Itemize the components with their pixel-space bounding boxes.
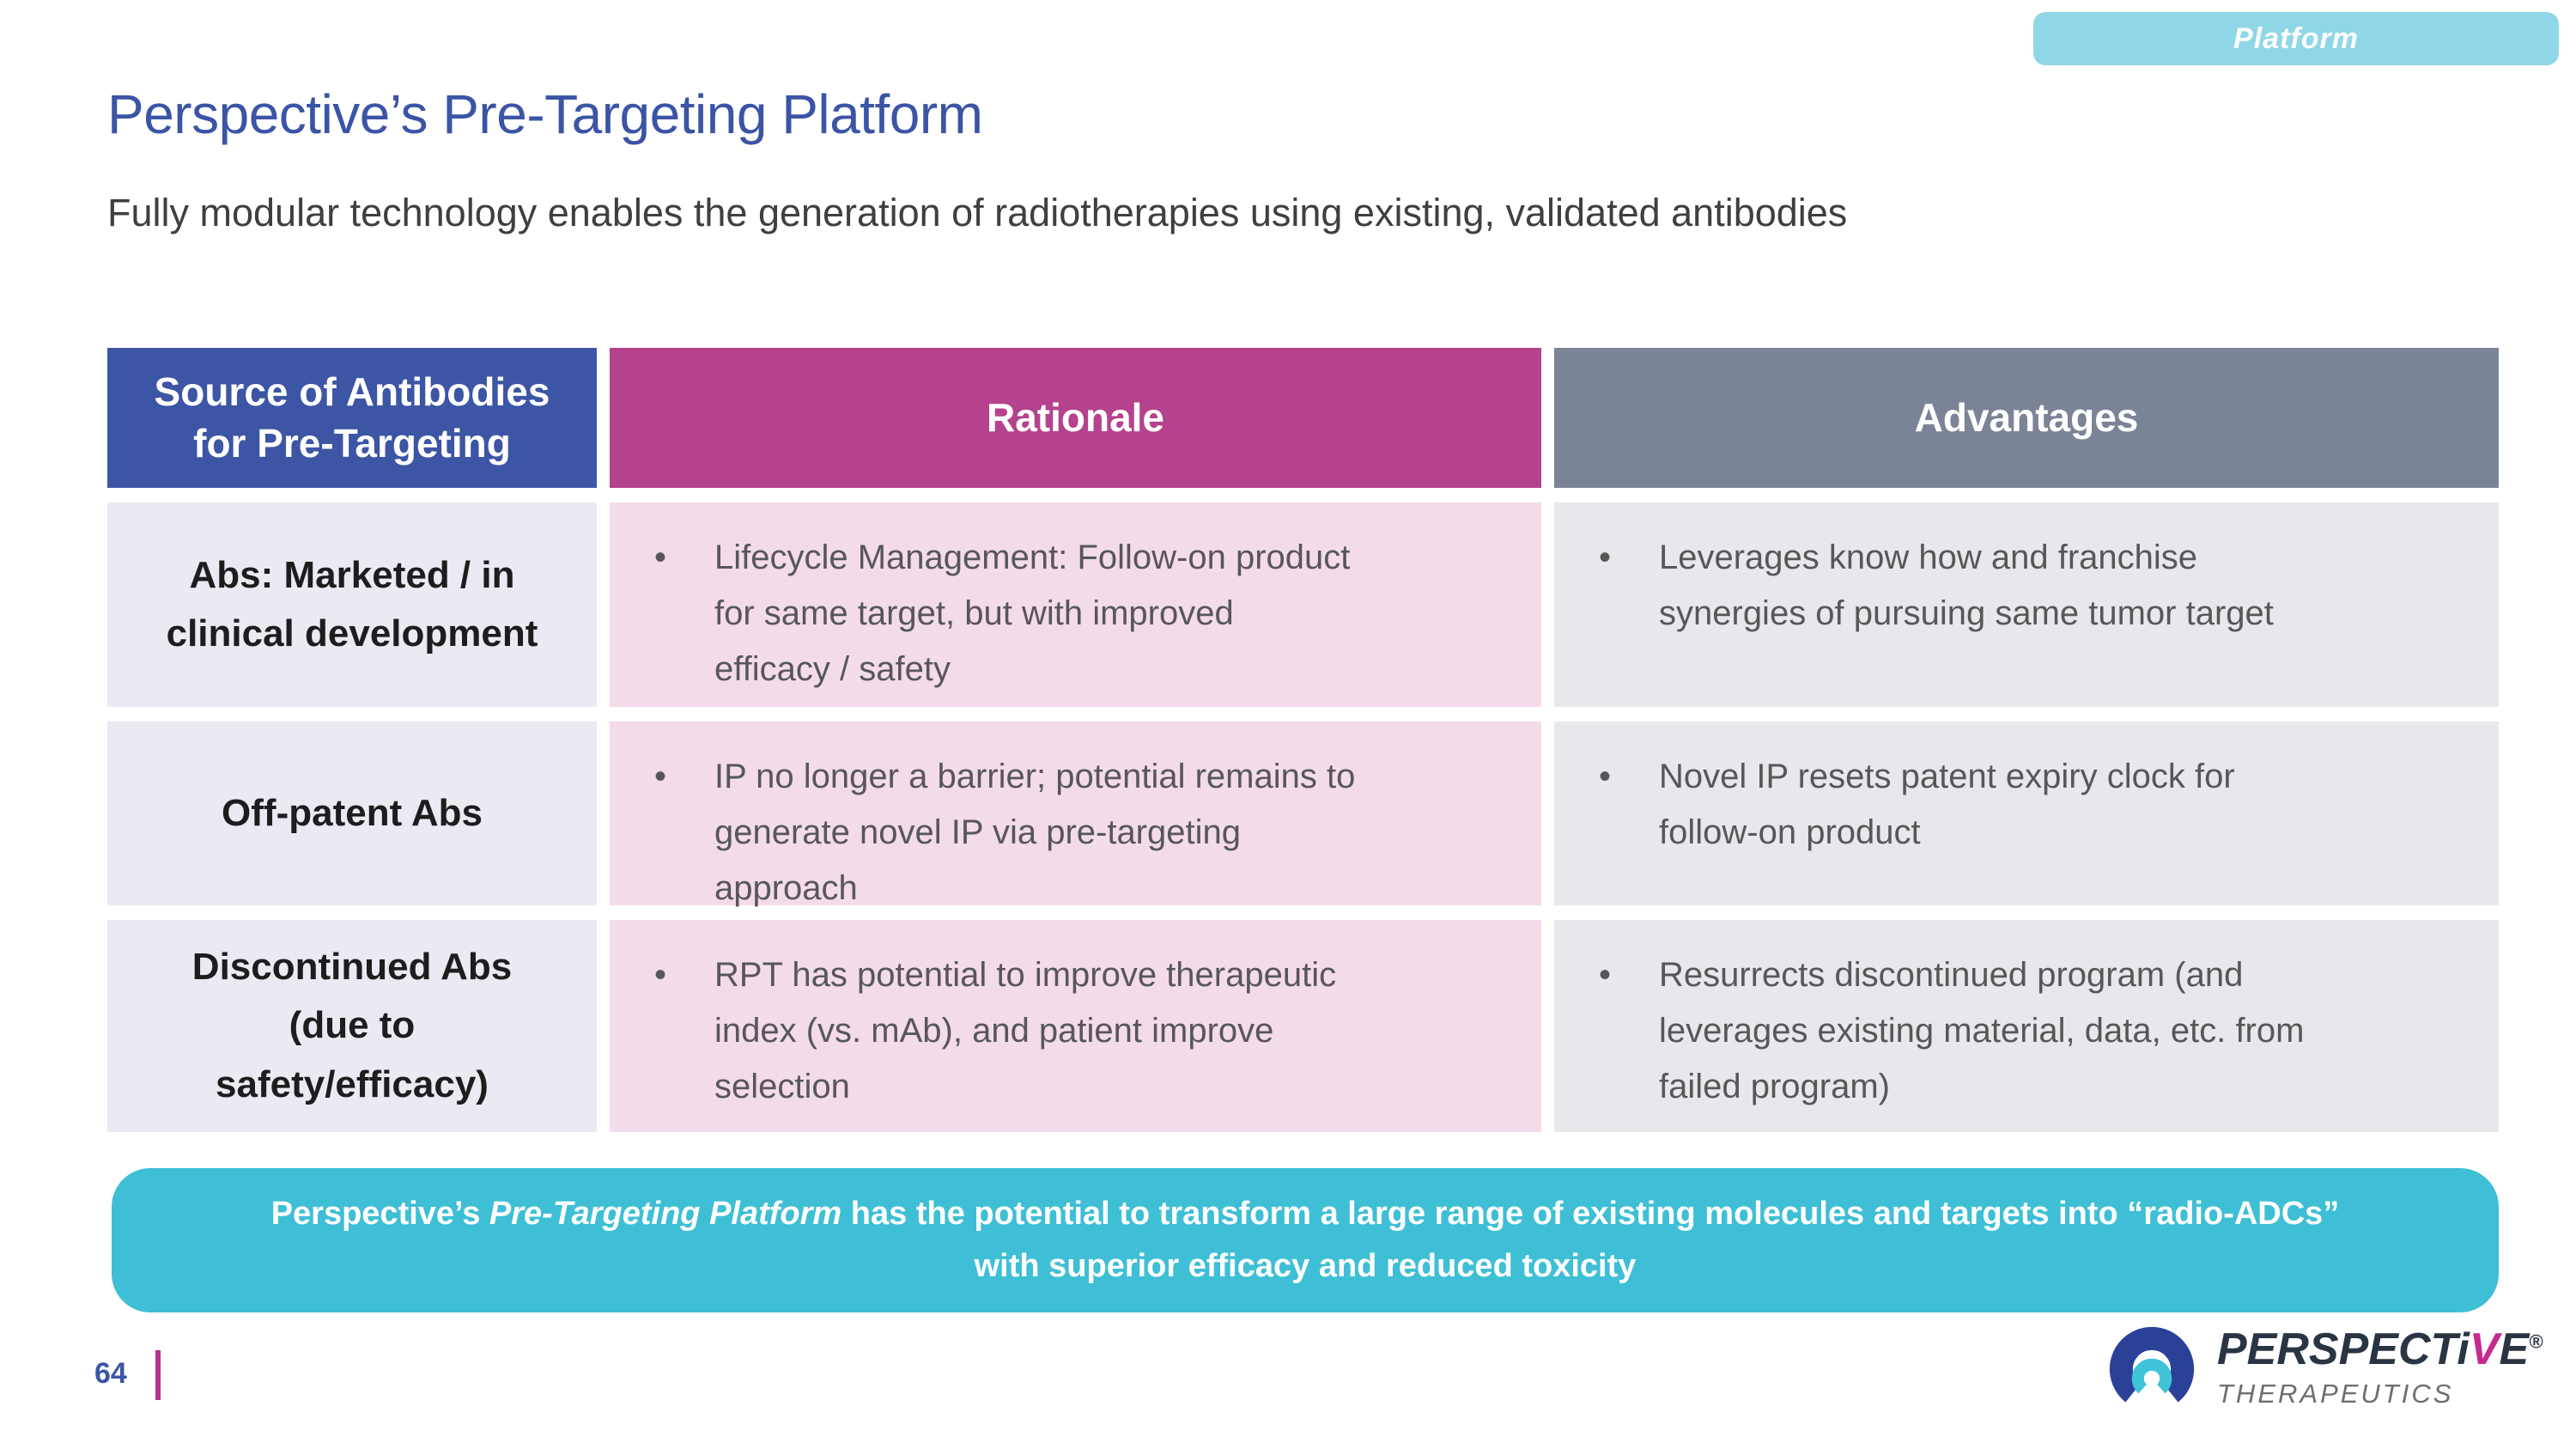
column-header-advantages: Advantages	[1554, 348, 2499, 488]
banner-text-prefix: Perspective’s	[270, 1196, 489, 1233]
banner-text-rest: has the potential to transform a large r…	[841, 1196, 2340, 1233]
rationale-cell-row1: • Lifecycle Management: Follow-on produc…	[610, 502, 1541, 707]
rationale-text-row1: Lifecycle Management: Follow-on product …	[714, 539, 1351, 688]
banner-text-line2: with superior efficacy and reduced toxic…	[974, 1248, 1637, 1284]
row-label-discontinued-abs: Discontinued Abs (due to safety/efficacy…	[107, 920, 597, 1132]
platform-badge-label: Platform	[2233, 21, 2359, 55]
summary-banner: Perspective’s Pre-Targeting Platform has…	[112, 1168, 2499, 1312]
advantage-text-row1: Leverages know how and franchise synergi…	[1659, 539, 2274, 632]
perspective-wordmark: PERSPECTiVE®	[2217, 1327, 2543, 1372]
bullet-icon: •	[654, 758, 667, 795]
advantage-text-row3: Resurrects discontinued program (and lev…	[1659, 956, 2305, 1105]
platform-badge: Platform	[2033, 12, 2559, 65]
page-number-divider	[155, 1350, 161, 1400]
pretargeting-table: Source of Antibodies for Pre-Targeting R…	[107, 348, 2499, 1132]
rationale-text-row2: IP no longer a barrier; potential remain…	[714, 758, 1356, 907]
perspective-logo-text: PERSPECTiVE® THERAPEUTICS	[2217, 1318, 2543, 1409]
page-subtitle: Fully modular technology enables the gen…	[107, 191, 1848, 234]
wordmark-v: V	[2469, 1324, 2500, 1374]
column-header-source: Source of Antibodies for Pre-Targeting	[107, 348, 597, 488]
registered-mark: ®	[2529, 1330, 2543, 1353]
advantage-cell-row2: • Novel IP resets patent expiry clock fo…	[1554, 721, 2499, 905]
perspective-logo: PERSPECTiVE® THERAPEUTICS	[2105, 1318, 2543, 1411]
perspective-logo-icon	[2109, 1326, 2195, 1403]
wordmark-i: i	[2457, 1324, 2470, 1374]
column-header-rationale: Rationale	[610, 348, 1541, 488]
row-label-marketed-abs: Abs: Marketed / in clinical development	[107, 502, 597, 707]
wordmark-part1: PERSPECT	[2217, 1324, 2458, 1374]
summary-banner-text: Perspective’s Pre-Targeting Platform has…	[220, 1188, 2391, 1293]
rationale-cell-row2: • IP no longer a barrier; potential rema…	[610, 721, 1541, 907]
bullet-icon: •	[654, 539, 667, 576]
wordmark-e: E	[2499, 1324, 2530, 1374]
bullet-icon: •	[1599, 758, 1612, 795]
bullet-icon: •	[1599, 956, 1612, 994]
advantage-cell-row3: • Resurrects discontinued program (and l…	[1554, 920, 2499, 1132]
rationale-cell-row3: • RPT has potential to improve therapeut…	[610, 920, 1541, 1132]
advantage-cell-row1: • Leverages know how and franchise syner…	[1554, 502, 2499, 707]
banner-text-emphasis: Pre-Targeting Platform	[489, 1196, 842, 1233]
bullet-icon: •	[654, 956, 667, 994]
page-number: 64	[94, 1357, 127, 1390]
row-label-off-patent-abs: Off-patent Abs	[107, 721, 597, 905]
advantage-text-row2: Novel IP resets patent expiry clock for …	[1659, 758, 2235, 851]
bullet-icon: •	[1599, 539, 1612, 576]
page-title: Perspective’s Pre-Targeting Platform	[107, 83, 983, 145]
rationale-text-row3: RPT has potential to improve therapeutic…	[714, 956, 1337, 1105]
perspective-tagline: THERAPEUTICS	[2217, 1379, 2454, 1409]
